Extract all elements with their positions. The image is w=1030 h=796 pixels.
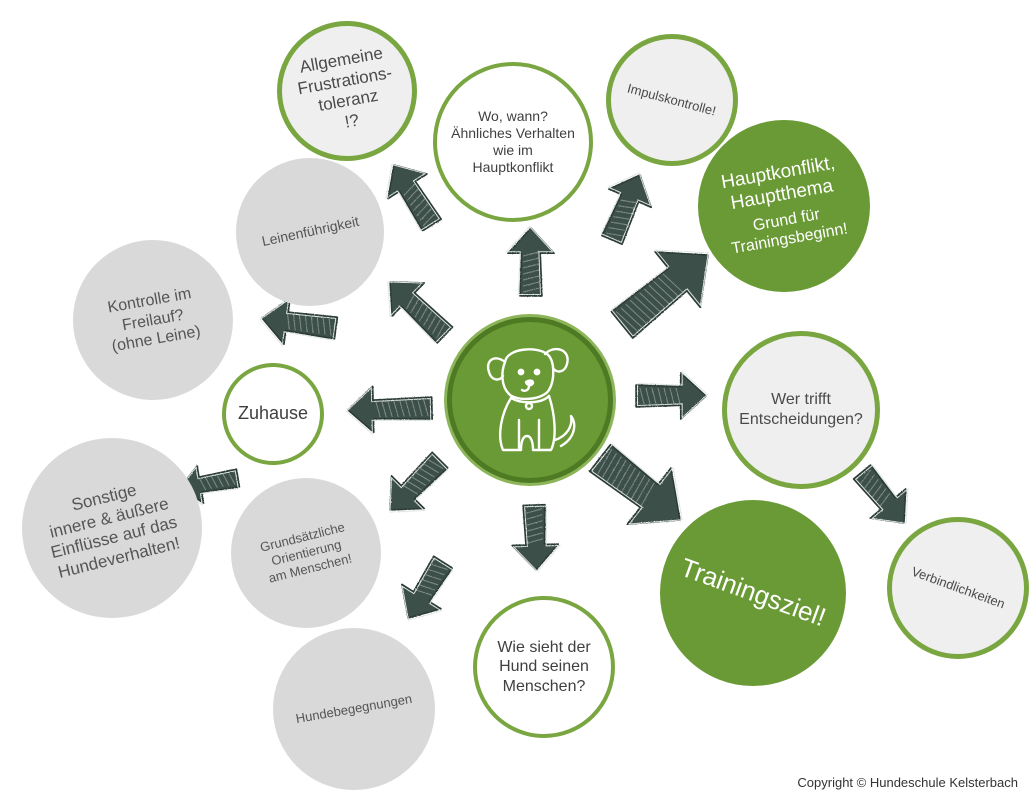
node-frustration-tolerance: Allgemeine Frustrations- toleranz !? (277, 21, 417, 161)
node-commitments: Verbindlichkeiten (887, 517, 1029, 659)
arrow-to-home (345, 385, 434, 436)
node-offleash-control: Kontrolle im Freilauf? (ohne Leine) (73, 240, 233, 400)
arrow-to-main-conflict (610, 249, 709, 339)
node-label: Grundsätzliche Orientierung am Menschen! (258, 519, 353, 586)
node-label: Sonstige innere & äußere Einflüsse auf d… (47, 479, 183, 582)
node-where-when: Wo, wann? Ähnliches Verhalten wie im Hau… (433, 62, 593, 222)
node-impulse-control: Impulskontrolle! (606, 34, 738, 166)
node-label: Wer trifft Entscheidungen? (739, 391, 863, 428)
center-node (447, 317, 613, 483)
node-other-influences: Sonstige innere & äußere Einflüsse auf d… (22, 438, 202, 618)
arrow-to-encounters (401, 555, 454, 621)
node-label: Kontrolle im Freilauf? (ohne Leine) (106, 284, 203, 356)
dog-icon (486, 347, 576, 452)
node-label: Trainingsziel! (676, 552, 830, 633)
arrow-to-commitments (852, 464, 909, 524)
copyright-notice: Copyright © Hundeschule Kelsterbach (797, 775, 1018, 790)
arrow-to-impulse (600, 172, 652, 246)
arrow-to-offleash (259, 297, 339, 347)
node-how-dog-sees-human: Wie sieht der Hund seinen Menschen? (473, 596, 615, 738)
node-label: Zuhause (237, 403, 309, 424)
arrow-to-orientation (389, 451, 449, 513)
node-training-goal: Trainingsziel! (660, 500, 846, 686)
arrow-to-decisions (635, 370, 709, 420)
arrow-to-where-when (505, 225, 555, 297)
node-label: Hundebegegnungen (294, 690, 414, 727)
arrow-to-frustration (385, 163, 443, 232)
node-label: Wie sieht der Hund seinen Menschen? (497, 638, 591, 695)
node-label: Leinenführigkeit (259, 213, 360, 250)
node-main-conflict: Hauptkonflikt, Hauptthema Grund für Trai… (698, 120, 870, 292)
node-dog-encounters: Hundebegegnungen (273, 628, 435, 790)
node-home: Zuhause (222, 363, 324, 465)
node-label: Verbindlichkeiten (909, 563, 1007, 612)
arrow-to-training-goal (588, 443, 683, 526)
node-label: Wo, wann? Ähnliches Verhalten wie im Hau… (451, 107, 575, 176)
node-orientation: Grundsätzliche Orientierung am Menschen! (231, 478, 381, 628)
node-label: Allgemeine Frustrations- toleranz !? (296, 42, 394, 132)
arrow-to-how-dog-sees (511, 503, 561, 573)
node-leash-handling: Leinenführigkeit (236, 158, 384, 306)
arrow-to-leash (387, 281, 454, 344)
node-decisions: Wer trifft Entscheidungen? (722, 331, 880, 489)
node-label: Impulskontrolle! (626, 80, 719, 119)
